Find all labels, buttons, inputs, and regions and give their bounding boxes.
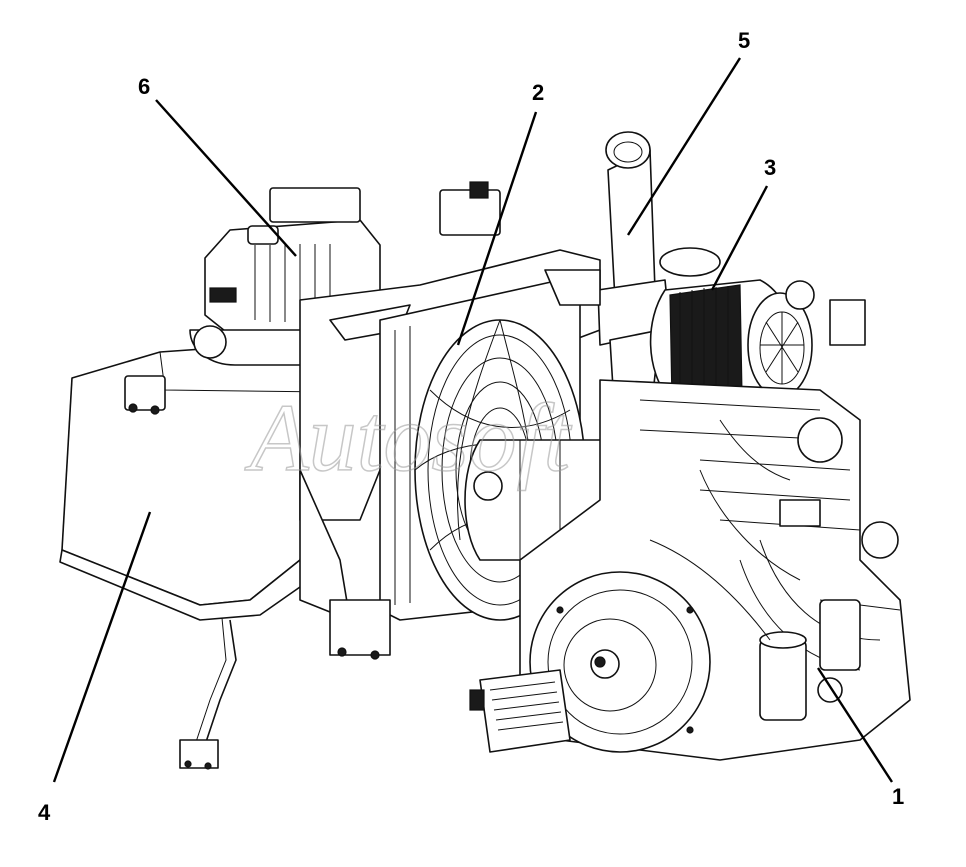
leader-line-3 [710,185,769,291]
callout-2: 2 [532,80,544,105]
air-filter [649,247,815,401]
callout-3: 3 [764,155,776,180]
leader-line-2 [456,111,538,346]
callout-1: 1 [892,784,904,809]
leader-line-1 [816,667,894,783]
leader-line-4 [52,511,152,783]
ecu-module [469,669,571,753]
leader-lines [52,57,894,783]
callout-4: 4 [38,800,51,825]
leader-line-5 [626,57,742,236]
leader-line-6 [155,99,297,257]
watermark-text: Autosoft [244,384,572,491]
callout-6: 6 [138,74,150,99]
engine-block [519,299,911,761]
callout-5: 5 [738,28,750,53]
